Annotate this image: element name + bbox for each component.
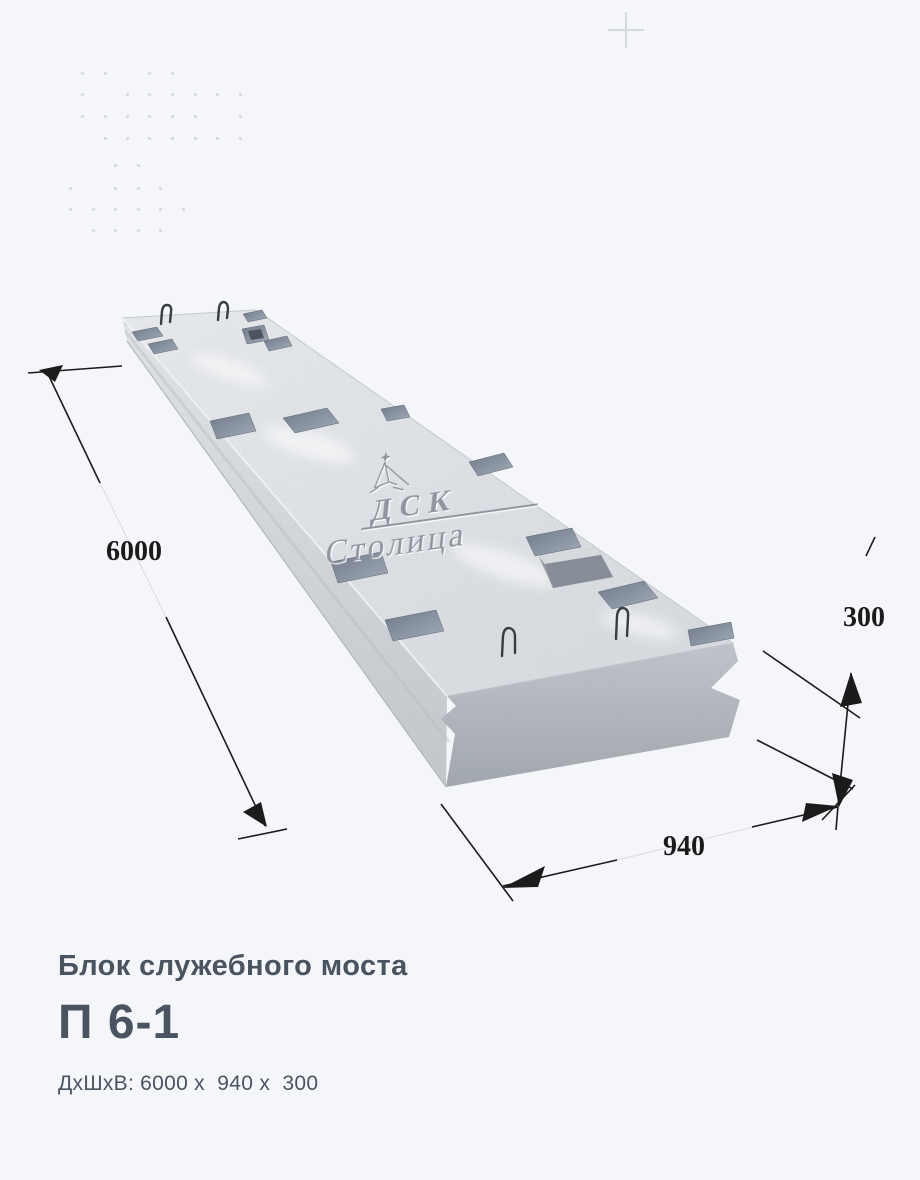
lifting-loops	[159, 300, 630, 658]
dimension-length: 6000	[27, 365, 288, 840]
product-category-title: Блок служебного моста	[58, 950, 408, 982]
embedded-plate	[147, 338, 179, 355]
embedded-plate	[263, 335, 293, 352]
manufacturer-logo: ДСК Столица	[324, 451, 538, 573]
concrete-block	[120, 309, 740, 787]
embedded-plate	[131, 326, 164, 342]
logo-tower-icon	[369, 451, 410, 494]
dim-width-label: 940	[663, 831, 705, 862]
lifting-loop	[614, 606, 630, 641]
dim-height-label: 300	[843, 602, 885, 633]
plus-icon	[608, 12, 644, 48]
embedded-plate	[597, 580, 659, 610]
dims-label: ДхШхВ:	[58, 1072, 135, 1095]
dimension-width: 940	[440, 803, 839, 902]
dimension-height: 300	[756, 536, 885, 831]
product-dimensions-line: ДхШхВ:6000 х 940 х 300	[58, 1072, 318, 1096]
lifting-loop	[159, 303, 173, 326]
embedded-plate	[242, 309, 268, 323]
surface-highlights	[192, 353, 679, 640]
lifting-loop	[500, 626, 517, 658]
embedded-plate	[380, 404, 411, 422]
lifting-loop	[216, 300, 230, 322]
block-side-face	[122, 318, 447, 787]
embedded-plate	[525, 527, 582, 557]
embedded-plate	[687, 621, 735, 647]
embedded-plates	[131, 309, 735, 647]
embedded-plate	[468, 452, 514, 477]
product-model-name: П 6-1	[58, 996, 181, 1049]
lifting-socket	[241, 324, 270, 345]
recess-opening	[539, 547, 613, 588]
block-near-end-face	[441, 643, 740, 787]
embedded-plate	[209, 412, 257, 440]
embedded-plate	[384, 609, 445, 642]
dim-length-label: 6000	[106, 536, 162, 567]
product-render: ДСК Столица 6000 940	[27, 300, 885, 902]
embedded-plate	[330, 551, 389, 584]
embedded-plate	[282, 407, 340, 434]
dims-value: 6000 х 940 х 300	[140, 1072, 319, 1095]
